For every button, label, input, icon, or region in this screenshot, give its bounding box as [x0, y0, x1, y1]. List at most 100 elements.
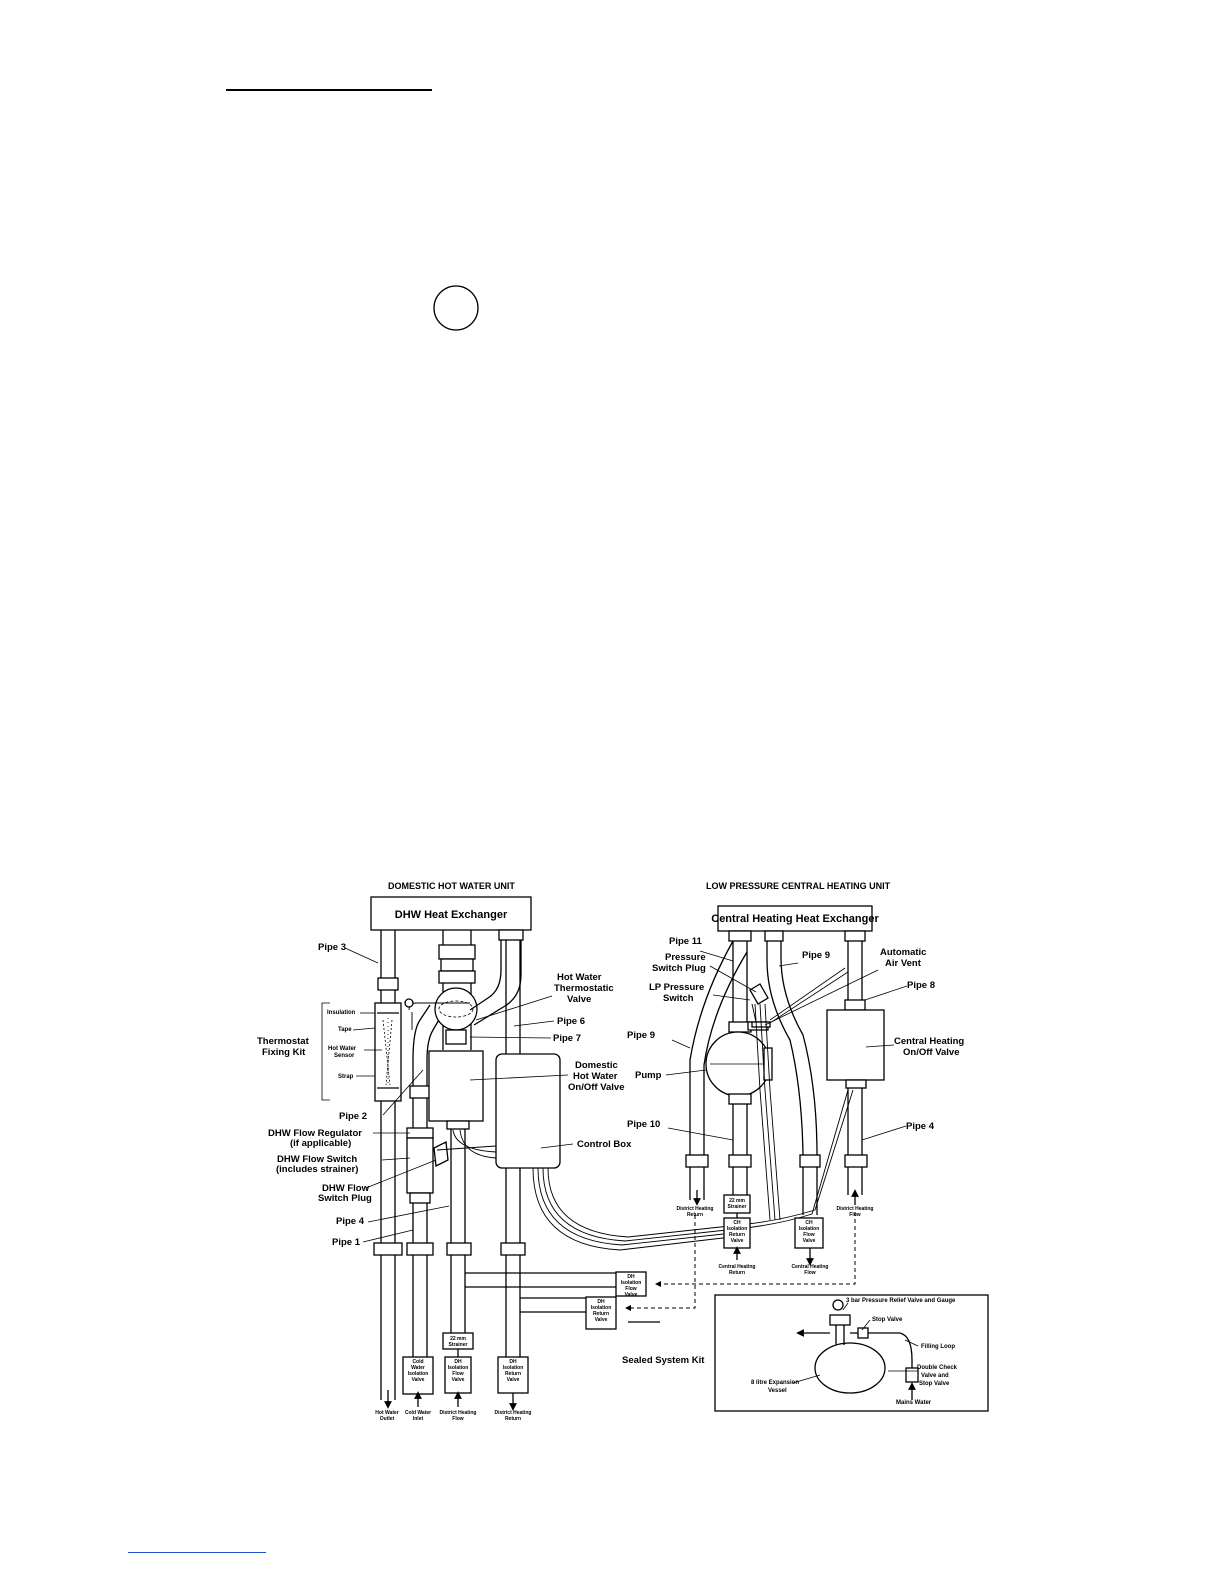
label-dhw-flow-switch-2: (includes strainer) [276, 1164, 358, 1175]
leader-lines [344, 947, 919, 1384]
label-pipe9-left: Pipe 9 [627, 1030, 655, 1041]
label-pipe1: Pipe 1 [332, 1237, 361, 1248]
label-dhw-onoff-valve-3: On/Off Valve [568, 1082, 625, 1093]
label-dhw-flow-switch-1: DHW Flow Switch [277, 1154, 357, 1165]
label-ch-onoff-valve-2: On/Off Valve [903, 1047, 960, 1058]
ch-onoff-valve [826, 1009, 885, 1081]
flow-switch-plug [433, 1141, 449, 1167]
dhw-heat-exchanger-label: DHW Heat Exchanger [395, 909, 508, 921]
dhw-thermostatic-valve [433, 285, 479, 1050]
dhw-heat-exchanger: DHW Heat Exchanger [370, 896, 532, 931]
label-automatic-air-vent-1: Automatic [880, 947, 926, 958]
label-hw-thermostatic-valve-1: Hot Water [557, 972, 602, 983]
pump-cables [754, 1003, 781, 1221]
label-thermostat-fixing-kit-1: Thermostat [257, 1036, 310, 1047]
label-mains-water: Mains Water [896, 1400, 932, 1406]
label-hot-water-sensor-2: Sensor [334, 1053, 355, 1059]
label-expansion-vessel-1: 8 litre Expansion [751, 1380, 799, 1386]
label-pipe9-upper: Pipe 9 [802, 950, 830, 961]
dhw-onoff-valve [428, 1050, 484, 1122]
label-pipe3: Pipe 3 [318, 942, 346, 953]
pump-stack [705, 930, 773, 1260]
pipe-7-bend [469, 929, 524, 1026]
label-dhw-onoff-valve-1: Domestic [575, 1060, 618, 1071]
dh-cross-links [465, 1272, 660, 1323]
ch-heat-exchanger-label: Central Heating Heat Exchanger [711, 913, 879, 925]
label-pipe4-right: Pipe 4 [906, 1121, 935, 1132]
control-cables [436, 1089, 854, 1251]
label-pipe4-left: Pipe 4 [336, 1216, 365, 1227]
label-double-check-valve-1: Double Check [917, 1365, 958, 1371]
label-dhw-flow-switch-plug-2: Switch Plug [318, 1193, 372, 1204]
control-box [495, 1053, 561, 1169]
label-expansion-vessel-2: Vessel [768, 1388, 787, 1394]
footer-rule [128, 1552, 266, 1553]
dhw-outlet-pipes [373, 930, 403, 1409]
label-double-check-valve-2: Valve and [921, 1373, 949, 1379]
label-hw-thermostatic-valve-3: Valve [567, 994, 591, 1005]
label-stop-valve: Stop Valve [872, 1317, 903, 1323]
label-filling-loop: Filling Loop [921, 1344, 955, 1350]
label-pump: Pump [635, 1070, 662, 1081]
label-tape: Tape [338, 1027, 352, 1033]
ch-heat-exchanger: Central Heating Heat Exchanger [711, 905, 879, 932]
label-pipe11: Pipe 11 [669, 936, 702, 947]
label-pipe2: Pipe 2 [339, 1111, 367, 1122]
label-dhw-flow-regulator-1: DHW Flow Regulator [268, 1128, 362, 1139]
label-dhw-flow-regulator-2: (if applicable) [290, 1138, 351, 1149]
ch-unit-heading: LOW PRESSURE CENTRAL HEATING UNIT [706, 881, 891, 891]
label-strap: Strap [338, 1074, 354, 1080]
thermostat-sensor-assembly [374, 1002, 402, 1102]
label-automatic-air-vent-2: Air Vent [885, 958, 922, 969]
label-pressure-switch-plug-1: Pressure [665, 952, 706, 963]
sealed-system-kit [714, 1294, 989, 1412]
label-hw-thermostatic-valve-2: Thermostatic [554, 983, 614, 994]
label-ch-onoff-valve-1: Central Heating [894, 1036, 964, 1047]
ch-onoff-stack [751, 930, 885, 1205]
label-dhw-flow-switch-plug-1: DHW Flow [322, 1183, 370, 1194]
label-insulation: Insulation [327, 1010, 356, 1016]
label-thermostat-fixing-kit-2: Fixing Kit [262, 1047, 306, 1058]
label-double-check-valve-3: Stop Valve [919, 1381, 950, 1387]
dashed-routing [625, 1212, 856, 1311]
label-pipe6: Pipe 6 [557, 1016, 585, 1027]
label-pressure-switch-plug-2: Switch Plug [652, 963, 706, 974]
label-hot-water-sensor-1: Hot Water [328, 1046, 357, 1052]
label-lp-pressure-switch-1: LP Pressure [649, 982, 704, 993]
pipe-9-curved [685, 930, 824, 1266]
cold-water-pipes [402, 1004, 441, 1407]
label-sealed-system-kit: Sealed System Kit [622, 1355, 705, 1366]
dhw-unit-heading: DOMESTIC HOT WATER UNIT [388, 881, 515, 891]
label-pipe7: Pipe 7 [553, 1033, 581, 1044]
label-dhw-onoff-valve-2: Hot Water [573, 1071, 618, 1082]
label-pipe8: Pipe 8 [907, 980, 935, 991]
middle-dh-valves [585, 1271, 647, 1330]
label-control-box: Control Box [577, 1139, 632, 1150]
header-rule [226, 89, 432, 91]
label-relief-valve-gauge: 3 bar Pressure Relief Valve and Gauge [846, 1298, 956, 1304]
thermostat-fixing-kit-bracket [321, 1002, 330, 1101]
label-lp-pressure-switch-2: Switch [663, 993, 694, 1004]
labels: Pipe 3 Insulation Tape Hot Water Sensor … [257, 936, 964, 1406]
label-pipe10: Pipe 10 [627, 1119, 660, 1130]
district-heating-pipes [442, 940, 529, 1411]
